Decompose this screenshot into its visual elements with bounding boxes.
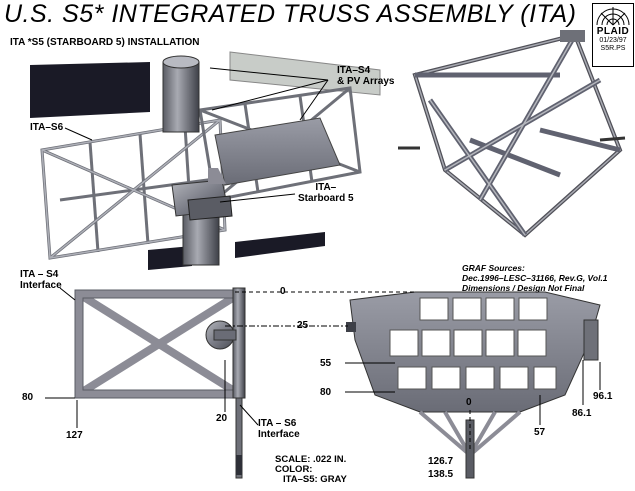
- dim-0-top: 0: [280, 286, 286, 297]
- callout-s4-interface: ITA – S4 Interface: [20, 269, 62, 291]
- installation-3d-view: [30, 51, 381, 270]
- dim-0-bottom: 0: [466, 397, 472, 408]
- color-line: ITA–S5: GRAY: [283, 474, 347, 485]
- dim-127: 127: [66, 430, 83, 441]
- plaid-logo-name: PLAID: [596, 26, 630, 37]
- s5-front-view: [346, 291, 601, 479]
- scale-line: SCALE: .022 IN.: [275, 454, 347, 465]
- callout-ita-s6: ITA–S6: [30, 122, 64, 133]
- sources-line3: Dimensions / Design Not Final: [462, 283, 585, 293]
- dim-20: 20: [216, 413, 228, 424]
- callout-ita-s5-line1: ITA–: [315, 182, 337, 193]
- scale-color-note: SCALE: .022 IN. COLOR: ITA–S5: GRAY: [275, 455, 347, 485]
- dim-25: 25: [297, 320, 309, 331]
- callout-s6-interface-line2: Interface: [258, 429, 300, 440]
- sources-line2: Dec.1996–LESC–31166, Rev.G, Vol.1: [462, 273, 608, 283]
- dim-138-5: 138.5: [428, 469, 454, 480]
- dim-57: 57: [534, 427, 546, 438]
- installation-subtitle: ITA *S5 (STARBOARD 5) INSTALLATION: [10, 37, 200, 48]
- dim-86-1: 86.1: [572, 408, 592, 419]
- pv-array-bottom: [235, 232, 325, 258]
- callout-leaders: [64, 67, 329, 203]
- dim-96-1: 96.1: [593, 391, 613, 402]
- graf-sources-note: GRAF Sources: Dec.1996–LESC–31166, Rev.G…: [462, 263, 608, 293]
- dim-126-7: 126.7: [428, 456, 454, 467]
- dim-80-left: 80: [22, 392, 34, 403]
- s5-side-view: [74, 287, 246, 479]
- dim-80-right: 80: [320, 387, 332, 398]
- pv-array-light: [229, 51, 381, 96]
- pv-array-left: [30, 62, 150, 118]
- plaid-logo: PLAID 01/23/97 S5R.PS: [592, 3, 634, 67]
- plaid-logo-date: 01/23/97: [599, 37, 627, 44]
- plaid-logo-code: S5R.PS: [600, 45, 626, 52]
- page-title: U.S. S5* INTEGRATED TRUSS ASSEMBLY (ITA): [4, 0, 577, 28]
- dimension-lines: [45, 287, 601, 450]
- s5-isometric-view: [398, 30, 626, 238]
- callout-ita-s4: ITA–S4 & PV Arrays: [337, 65, 394, 87]
- callout-ita-s5: ITA– Starboard 5: [298, 182, 354, 204]
- callout-s6-interface: ITA – S6 Interface: [258, 418, 300, 440]
- callout-s4-interface-line2: Interface: [20, 280, 62, 291]
- dim-55: 55: [320, 358, 332, 369]
- callout-ita-s4-line2: & PV Arrays: [337, 76, 395, 87]
- color-heading: COLOR:: [275, 464, 313, 475]
- callout-ita-s4-line1: ITA–S4: [337, 65, 371, 76]
- callout-s4-interface-line1: ITA – S4: [20, 269, 59, 280]
- rotary-joint-cylinder-top: [162, 61, 200, 133]
- callout-s6-interface-line1: ITA – S6: [258, 418, 297, 429]
- sources-line1: GRAF Sources:: [462, 263, 525, 273]
- plaid-logo-emblem: [593, 4, 633, 26]
- callout-ita-s5-line2: Starboard 5: [298, 193, 354, 204]
